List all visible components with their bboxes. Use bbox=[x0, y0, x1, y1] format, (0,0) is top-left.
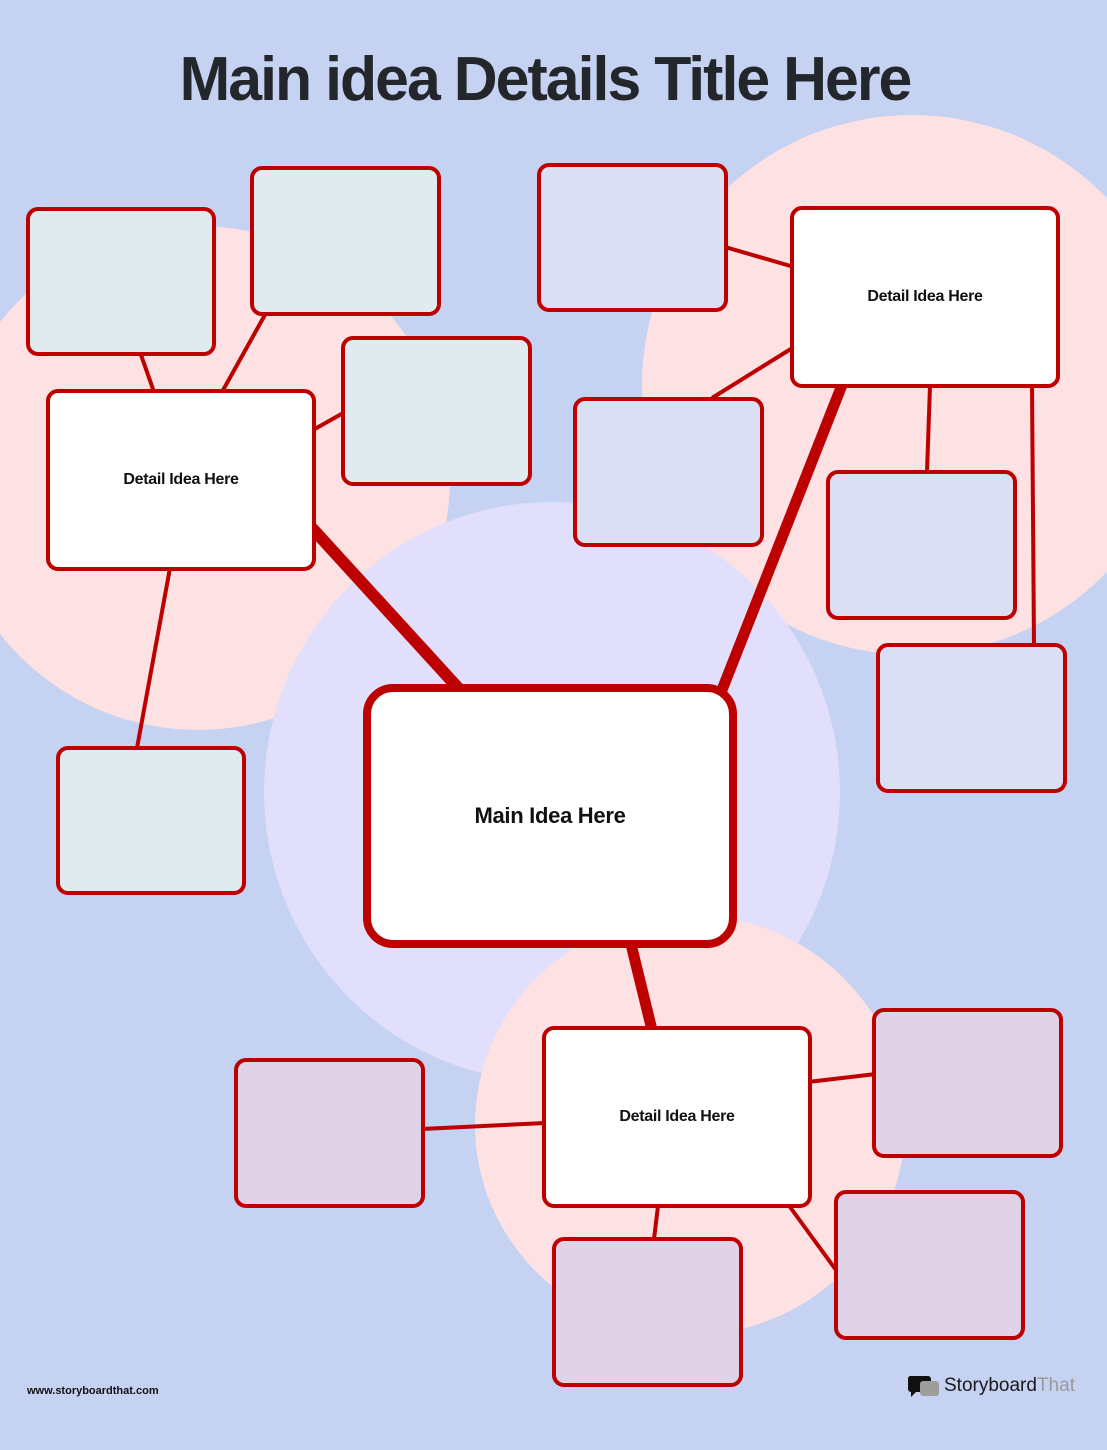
detail-idea-left[interactable]: Detail Idea Here bbox=[46, 389, 316, 571]
detail-box-topright-4[interactable] bbox=[876, 643, 1067, 793]
storyboardthat-logo: StoryboardThat bbox=[908, 1374, 1075, 1398]
detail-box-left-4[interactable] bbox=[56, 746, 246, 895]
detail-box-bottom-2[interactable] bbox=[872, 1008, 1063, 1158]
brand-primary: Storyboard bbox=[944, 1375, 1037, 1396]
detail-box-topright-1[interactable] bbox=[537, 163, 728, 312]
detail-idea-left-label: Detail Idea Here bbox=[123, 471, 239, 488]
page-title: Main idea Details Title Here bbox=[179, 45, 913, 114]
detail-idea-topright[interactable]: Detail Idea Here bbox=[790, 206, 1060, 388]
detail-box-left-2[interactable] bbox=[250, 166, 441, 316]
brand-name: StoryboardThat bbox=[944, 1375, 1075, 1397]
detail-box-bottom-1[interactable] bbox=[234, 1058, 425, 1208]
detail-idea-bottom[interactable]: Detail Idea Here bbox=[542, 1026, 812, 1208]
detail-box-bottom-3[interactable] bbox=[834, 1190, 1025, 1340]
detail-box-topright-3[interactable] bbox=[826, 470, 1017, 620]
connector-main-bottom bbox=[624, 938, 658, 1032]
main-idea-box[interactable]: Main Idea Here bbox=[363, 684, 737, 948]
brand-secondary: That bbox=[1036, 1375, 1075, 1396]
detail-box-left-1[interactable] bbox=[26, 207, 216, 356]
detail-box-left-3[interactable] bbox=[341, 336, 532, 486]
detail-idea-bottom-label: Detail Idea Here bbox=[619, 1108, 735, 1125]
detail-box-bottom-4[interactable] bbox=[552, 1237, 743, 1387]
connector-main-left bbox=[307, 523, 465, 695]
speech-bubbles-icon bbox=[908, 1376, 939, 1397]
footer-url: www.storyboardthat.com bbox=[27, 1385, 159, 1397]
detail-idea-topright-label: Detail Idea Here bbox=[867, 288, 983, 305]
detail-box-topright-2[interactable] bbox=[573, 397, 764, 547]
main-idea-label: Main Idea Here bbox=[474, 803, 626, 828]
connector-main-topright bbox=[714, 382, 848, 698]
